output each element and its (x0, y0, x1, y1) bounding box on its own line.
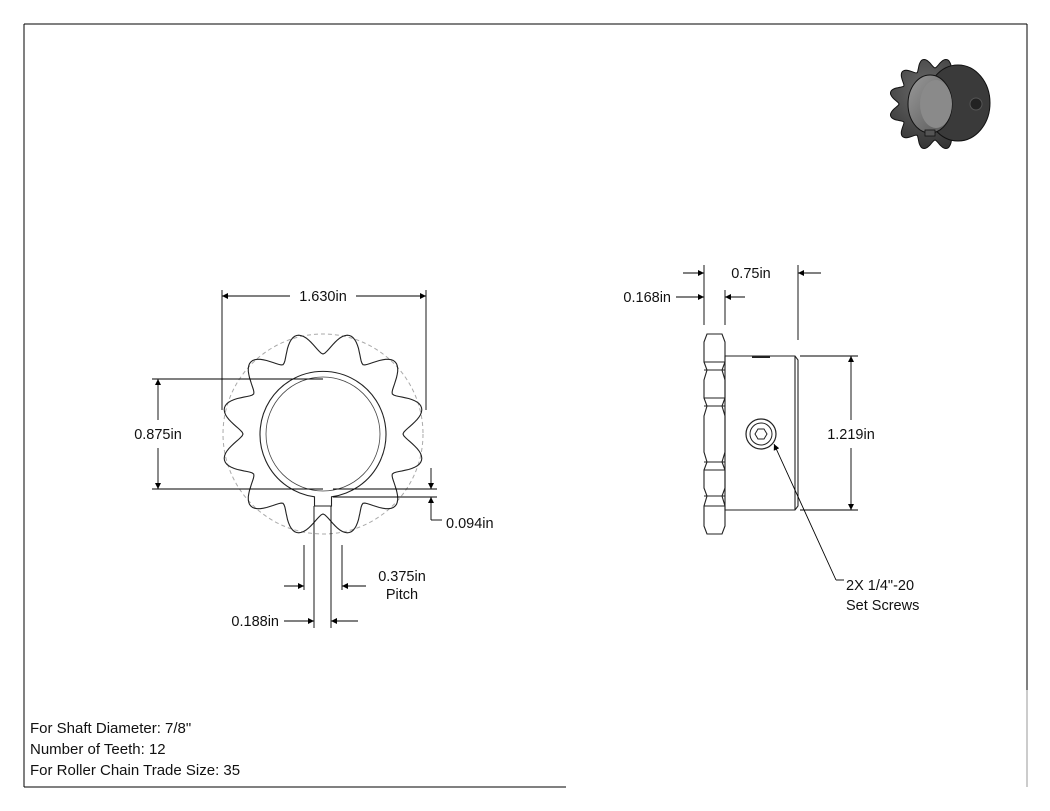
dim-hub-length: 0.75in (731, 266, 771, 282)
note-chain-size: For Roller Chain Trade Size: 35 (30, 762, 240, 779)
pitch-circle (222, 333, 424, 535)
bore-chamfer (265, 376, 381, 492)
dim-keyway-depth: 0.094in (446, 516, 494, 532)
sheet-border (23, 23, 1028, 788)
iso-keyway (924, 129, 936, 137)
dim-pitch-label: Pitch (386, 587, 418, 603)
note-shaft-diameter: For Shaft Diameter: 7/8" (30, 720, 191, 737)
set-screw-hex-socket (754, 428, 768, 440)
sprocket-tooth-profile (223, 334, 423, 534)
hub-side (724, 355, 799, 511)
dim-bore-height: 0.875in (134, 427, 182, 443)
side-view: 0.75in 0.168in 1.219in 2X 1/4"-20 Set Sc… (623, 265, 919, 614)
dim-plate-thickness: 0.168in (623, 290, 671, 306)
callout-set-screw-label: Set Screws (846, 598, 919, 614)
isometric-render (889, 58, 991, 150)
callout-set-screw-size: 2X 1/4"-20 (846, 578, 914, 594)
dim-hub-diameter: 1.219in (827, 427, 875, 443)
bore-with-keyway (259, 370, 387, 507)
sprocket-plate-side (703, 333, 726, 535)
spec-notes: For Shaft Diameter: 7/8" Number of Teeth… (30, 720, 240, 779)
note-number-of-teeth: Number of Teeth: 12 (30, 741, 166, 758)
iso-bore-inner (920, 80, 952, 128)
set-screw-inner (749, 422, 773, 446)
front-view: 1.630in 0.875in 0.094in 0.375in Pitch 0.… (134, 289, 493, 630)
set-screw-outer (745, 418, 777, 450)
iso-set-screw (969, 97, 983, 111)
dim-outer-width: 1.630in (299, 289, 347, 305)
dim-pitch-value: 0.375in (378, 569, 426, 585)
dim-keyway-width: 0.188in (231, 614, 279, 630)
